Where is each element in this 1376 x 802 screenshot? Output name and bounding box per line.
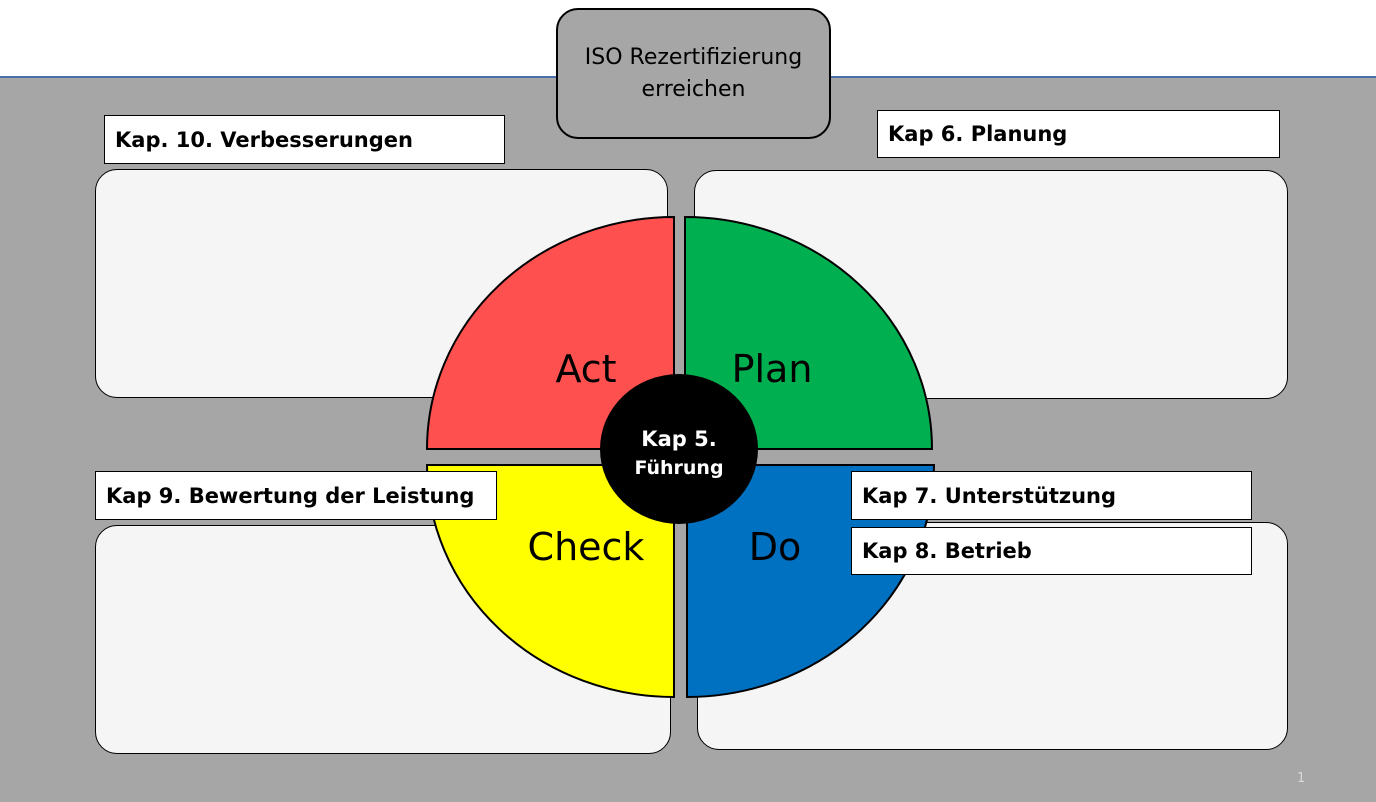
goal-line1: ISO Rezertifizierung <box>584 44 803 70</box>
goal-box: ISO Rezertifizierung erreichen <box>556 8 831 139</box>
label-kap9: Kap 9. Bewertung der Leistung <box>95 471 497 520</box>
plan-label: Plan <box>732 347 813 391</box>
center-label-line1: Kap 5. <box>641 427 716 451</box>
do-label: Do <box>749 525 802 569</box>
center-circle <box>600 374 758 524</box>
page-number: 1 <box>1297 771 1306 786</box>
plan-quadrant <box>684 215 934 450</box>
label-kap10: Kap. 10. Verbesserungen <box>104 115 505 164</box>
check-label: Check <box>528 525 645 569</box>
goal-line2: erreichen <box>641 76 746 102</box>
act-label: Act <box>555 347 616 391</box>
label-kap6: Kap 6. Planung <box>877 110 1280 158</box>
center-label-line2: Führung <box>634 457 723 479</box>
act-quadrant <box>425 215 675 450</box>
label-kap7: Kap 7. Unterstützung <box>851 471 1252 520</box>
label-kap8: Kap 8. Betrieb <box>851 527 1252 575</box>
